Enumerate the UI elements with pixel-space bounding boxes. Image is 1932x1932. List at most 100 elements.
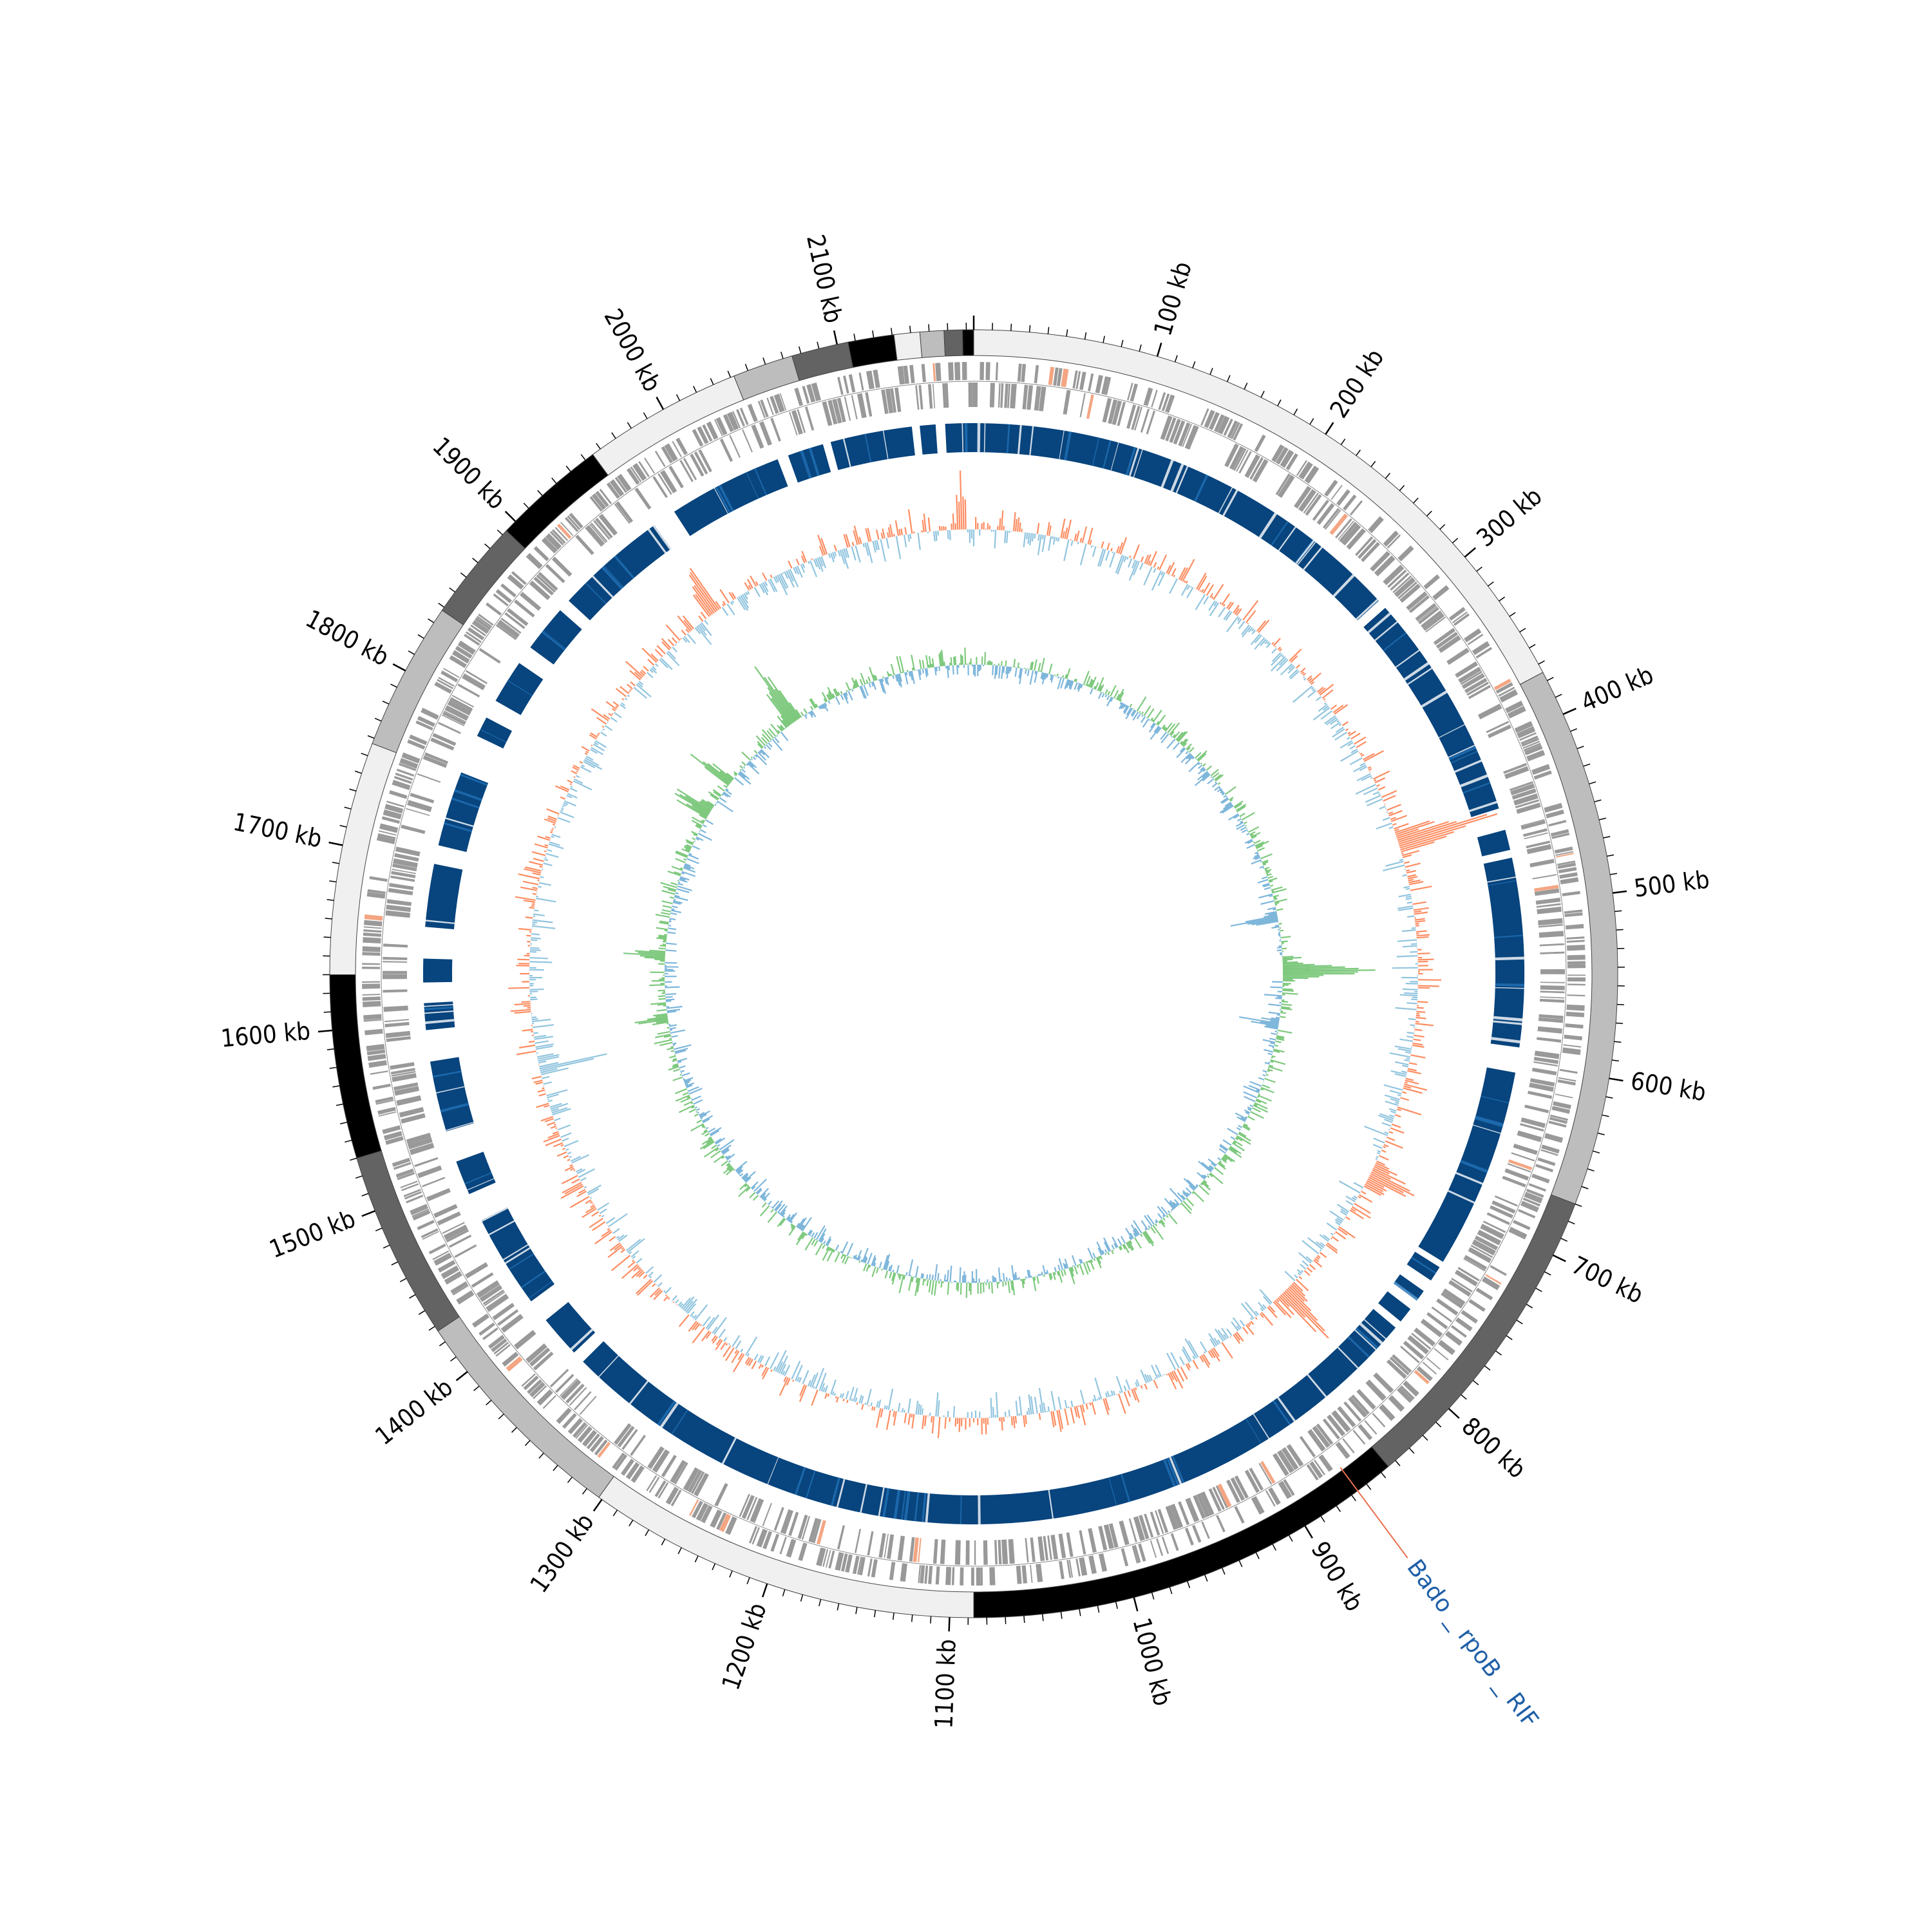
homology-stripe — [432, 1070, 462, 1078]
gene-feature — [612, 1452, 625, 1469]
minor-tick — [1435, 1421, 1442, 1428]
minor-tick — [361, 753, 368, 757]
homology-stripe — [424, 1004, 453, 1007]
homology-stripe — [520, 1270, 546, 1289]
gene-feature — [921, 364, 926, 383]
gene-feature — [1557, 860, 1576, 866]
gene-feature — [715, 417, 728, 435]
major-tick — [1156, 343, 1162, 357]
gene-feature — [867, 1531, 874, 1556]
gene-feature — [995, 362, 999, 381]
minor-tick — [798, 346, 802, 354]
gene-feature — [486, 1293, 509, 1312]
homology-stripe — [1258, 512, 1278, 539]
minor-tick — [1385, 473, 1390, 479]
gene-feature — [1567, 994, 1586, 997]
gene-feature — [1238, 451, 1252, 474]
gene-feature — [1533, 1061, 1558, 1067]
minor-tick — [472, 558, 478, 564]
minor-tick — [567, 1477, 573, 1483]
homology-stripe — [598, 1355, 619, 1378]
homology-stripe — [1271, 521, 1289, 546]
gene-feature — [424, 752, 449, 764]
homology-stripe — [502, 1244, 529, 1261]
homology-stripe — [960, 1495, 962, 1524]
gene-feature — [1472, 641, 1490, 656]
gene-feature — [407, 739, 426, 750]
gene-feature — [434, 681, 452, 694]
minor-tick — [1577, 746, 1584, 750]
gene-feature — [976, 1567, 981, 1586]
gene-feature — [1368, 516, 1384, 533]
gene-feature — [383, 974, 408, 980]
gene-feature — [672, 440, 682, 458]
gene-feature — [1133, 1516, 1146, 1541]
gene-feature — [579, 1396, 597, 1416]
homology-stripe — [1374, 621, 1398, 641]
minor-tick — [497, 529, 503, 535]
homology-stripe — [1103, 440, 1112, 469]
gene-feature — [545, 564, 565, 583]
tick-label: 1900 kb — [427, 431, 511, 515]
gene-feature — [1494, 1195, 1518, 1207]
gene-feature — [432, 1250, 450, 1260]
gene-feature — [1342, 1438, 1355, 1454]
gene-feature — [594, 1439, 608, 1456]
gene-feature — [1560, 877, 1579, 885]
gene-feature — [1400, 1345, 1420, 1363]
gene-feature — [1477, 703, 1502, 720]
minor-tick — [800, 1594, 804, 1602]
gene-feature — [443, 668, 460, 678]
gene-feature — [376, 835, 395, 844]
gene-feature — [1389, 1356, 1410, 1376]
gene-feature — [994, 1540, 998, 1565]
gene-feature — [385, 1136, 404, 1145]
gene-feature — [1286, 1444, 1304, 1467]
gene-feature — [529, 1347, 551, 1367]
gene-feature — [822, 1549, 829, 1567]
gene-feature — [617, 473, 632, 491]
homology-stripe — [1332, 574, 1355, 598]
gene-feature — [1335, 1441, 1350, 1459]
gene-feature — [652, 476, 668, 498]
gene-feature — [1373, 1372, 1394, 1394]
gene-feature — [1134, 406, 1143, 431]
gene-feature — [1538, 923, 1563, 928]
gene-feature — [1212, 1486, 1225, 1510]
gene-feature — [845, 1554, 853, 1573]
minor-tick — [1570, 728, 1577, 732]
gene-feature — [1537, 1157, 1556, 1166]
gene-feature — [575, 535, 594, 555]
annotation-leader-line — [1340, 1467, 1408, 1558]
minor-tick — [611, 432, 616, 439]
major-tick — [1552, 1254, 1566, 1262]
homology-stripe — [1463, 782, 1491, 794]
homology-stripe — [1359, 1323, 1383, 1345]
gene-feature — [386, 800, 404, 808]
gene-feature — [385, 1030, 411, 1038]
homology-stripe — [1278, 526, 1296, 551]
homology-stripe — [1171, 1455, 1185, 1483]
gene-feature — [606, 482, 620, 499]
homology-stripe — [1347, 1336, 1370, 1358]
major-tick — [455, 1371, 468, 1381]
gene-feature — [412, 1210, 431, 1221]
gene-feature — [788, 412, 798, 436]
homology-stripe — [601, 566, 623, 590]
gene-feature — [451, 694, 475, 708]
gene-feature — [837, 397, 846, 422]
gene-feature — [549, 531, 564, 546]
gene-feature — [1466, 681, 1489, 696]
gene-feature — [1533, 770, 1552, 780]
gene-feature — [595, 491, 609, 507]
gene-feature — [1132, 1545, 1139, 1564]
gene-feature — [500, 583, 516, 598]
gene-feature — [630, 1434, 646, 1456]
minor-tick — [551, 477, 557, 484]
homology-stripe — [464, 1172, 492, 1185]
homology-stripe — [836, 1479, 846, 1508]
gene-feature — [497, 1309, 519, 1326]
homology-stripe — [983, 423, 986, 453]
homology-stripe — [480, 729, 507, 743]
major-tick — [1304, 1525, 1313, 1539]
